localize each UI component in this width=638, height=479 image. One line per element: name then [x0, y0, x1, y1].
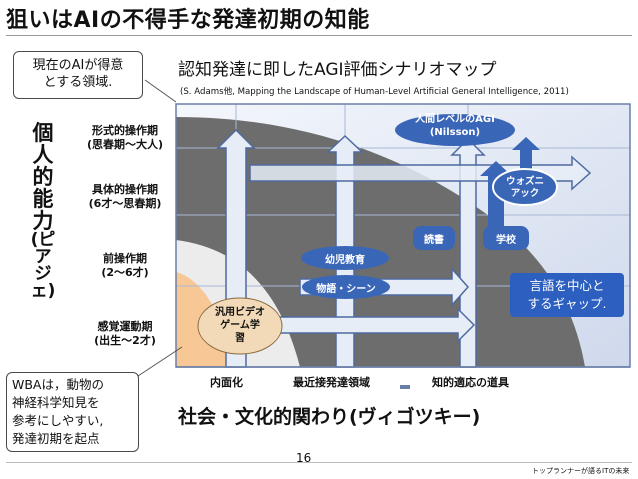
node-school-shape	[483, 226, 529, 250]
slide-title: 狙いはAIの不得手な発達初期の知能	[6, 8, 370, 33]
diagram-nodes	[197, 114, 558, 355]
node-story-scene-shape	[302, 275, 390, 299]
title-divider	[6, 35, 632, 36]
x-axis-marker	[400, 385, 410, 389]
node-school: 学校	[496, 235, 516, 246]
callout-ai-strength: 現在のAIが得意 とする領域.	[13, 51, 143, 99]
node-wozniak: ウォズニ アック	[505, 176, 544, 199]
y-axis-title-sub: (ピアジェ)	[30, 230, 56, 301]
y-axis-title-main: 個人的能力	[32, 121, 54, 233]
y-axis-title: 個人的能力 (ピアジェ)	[28, 122, 58, 300]
node-story-scene: 物語・シーン	[316, 284, 376, 295]
callout-wba-pointer	[137, 346, 183, 377]
footer-divider	[6, 462, 632, 463]
callout-language-gap: 言語を中心と するギャップ.	[510, 273, 624, 317]
y-level-preoperational: 前操作期 (2〜6才)	[101, 252, 149, 279]
x-axis-title: 社会・文化的関わり(ヴィゴツキー)	[178, 406, 481, 428]
node-video-game: 汎用ビデオ ゲーム学 習	[215, 307, 265, 344]
node-reading: 読書	[424, 235, 444, 246]
callout-wba-start: WBAは，動物の 神経科学知見を 参考にしやすい, 発達初期を起点	[6, 372, 139, 452]
node-wozniak-shape	[492, 168, 558, 206]
node-reading-shape	[413, 226, 455, 250]
footer-text: トップランナーが語るITの未来	[532, 467, 630, 475]
node-preschool: 幼児教育	[325, 255, 365, 266]
x-label-zpd: 最近接発達領域	[293, 376, 370, 389]
x-label-tools: 知的適応の道具	[432, 376, 509, 389]
callout-ai-pointer	[144, 79, 177, 103]
node-preschool-shape	[301, 246, 389, 270]
diagram-citation: (S. Adams他, Mapping the Landscape of Hum…	[180, 87, 569, 97]
y-level-concrete-operational: 具体的操作期 (6才〜思春期)	[88, 183, 162, 210]
arrow-wozniak-up	[512, 137, 540, 170]
page-number: 16	[296, 451, 312, 465]
diagram-title: 認知発達に即したAGI評価シナリオマップ	[178, 60, 497, 80]
arrow-sensorimotor-right	[245, 307, 476, 343]
y-level-sensorimotor: 感覚運動期 (出生〜2才)	[94, 320, 156, 347]
node-human-agi: 人間レベルのAGI (Nilsson)	[415, 114, 495, 138]
y-level-formal-operational: 形式的操作期 (思春期〜大人)	[86, 124, 164, 151]
x-label-internalization: 内面化	[210, 376, 243, 389]
node-human-agi-shape	[395, 114, 515, 146]
node-video-game-shape	[197, 297, 283, 355]
